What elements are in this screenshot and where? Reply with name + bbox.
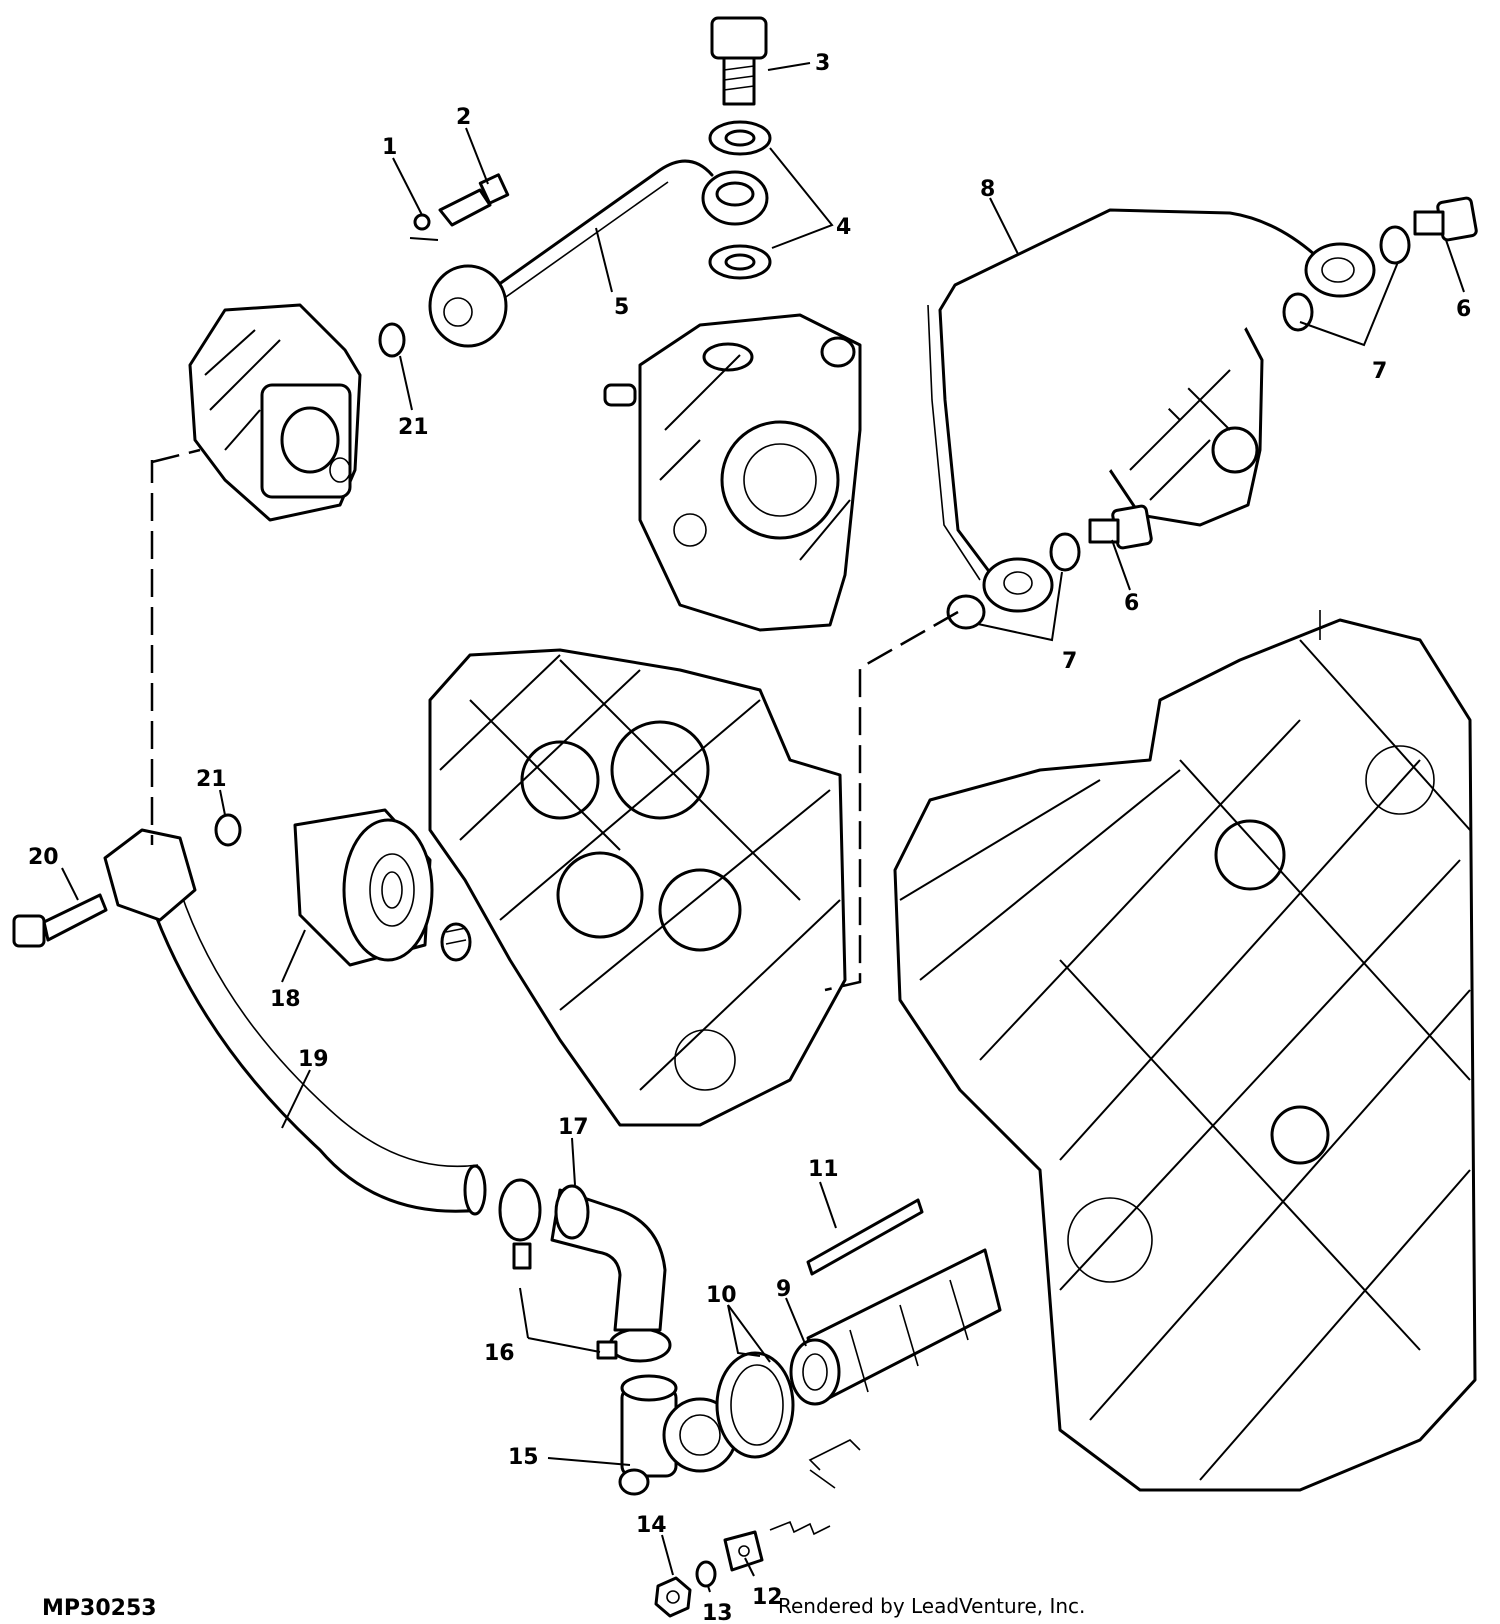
callout-18: 18 (270, 987, 301, 1012)
filter-fitting (440, 922, 472, 962)
callout-6a: 6 (1456, 297, 1471, 322)
part-10-seal-ring (715, 1351, 795, 1459)
callout-6b: 6 (1124, 591, 1139, 616)
callout-9: 9 (776, 1277, 791, 1302)
part-6-bolt-lower (1088, 504, 1153, 550)
leader-lines (61, 62, 1465, 1593)
part-12-plate (723, 1530, 764, 1572)
callout-19: 19 (298, 1047, 329, 1072)
callout-4: 4 (836, 215, 851, 240)
assembly-dashed-lines (150, 448, 959, 1489)
callout-8: 8 (980, 177, 995, 202)
callout-11: 11 (808, 1157, 839, 1182)
part-18-oil-filter (293, 808, 434, 967)
retaining-spring (769, 1520, 831, 1536)
callout-21b: 21 (196, 767, 227, 792)
part-9-suction-screen (789, 1248, 1002, 1406)
callout-17: 17 (558, 1115, 589, 1140)
part-6-bolt-upper (1413, 196, 1478, 242)
figure-id-label: MP30253 (42, 1596, 157, 1621)
part-7-washers (946, 225, 1411, 630)
part-21-o-ring-upper (378, 322, 406, 358)
callout-7a: 7 (1372, 359, 1387, 384)
part-19-suction-line (148, 889, 487, 1216)
callout-16: 16 (484, 1341, 515, 1366)
manifold-block (428, 648, 847, 1127)
callout-14: 14 (636, 1513, 667, 1538)
part-16-hose-clamps (498, 1178, 672, 1363)
callout-7b: 7 (1062, 649, 1077, 674)
banjo-fitting-lower (103, 828, 197, 922)
callout-2: 2 (456, 105, 471, 130)
callout-12: 12 (752, 1585, 783, 1610)
callout-15: 15 (508, 1445, 539, 1470)
hydraulic-pump (188, 303, 362, 522)
part-11-rod (806, 1198, 924, 1276)
part-13-lock-washer (695, 1560, 717, 1588)
part-20-bolt (12, 893, 108, 948)
part-2-bolt (438, 173, 510, 227)
part-4-sealing-washers (708, 120, 772, 280)
callout-3: 3 (815, 51, 830, 76)
part-17-hose-elbow (550, 1184, 667, 1332)
part-5-oil-line (428, 159, 769, 348)
part-14-nut (654, 1576, 692, 1618)
part-21-o-ring-lower (214, 813, 242, 847)
callout-1: 1 (382, 135, 397, 160)
part-3-bolt (710, 16, 768, 106)
callout-10: 10 (706, 1283, 737, 1308)
part-1-lock-washer (413, 213, 431, 231)
transmission-case (893, 610, 1477, 1492)
callout-20: 20 (28, 845, 59, 870)
callout-5: 5 (614, 295, 629, 320)
callout-labels: 1 2 3 4 5 6 6 7 7 8 9 10 11 12 13 14 15 … (28, 51, 1471, 1624)
part-8-oil-line (927, 208, 1376, 613)
callout-13: 13 (702, 1601, 733, 1624)
render-credit: Rendered by LeadVenture, Inc. (778, 1594, 1086, 1618)
callout-21a: 21 (398, 415, 429, 440)
valve-housing (603, 313, 862, 632)
